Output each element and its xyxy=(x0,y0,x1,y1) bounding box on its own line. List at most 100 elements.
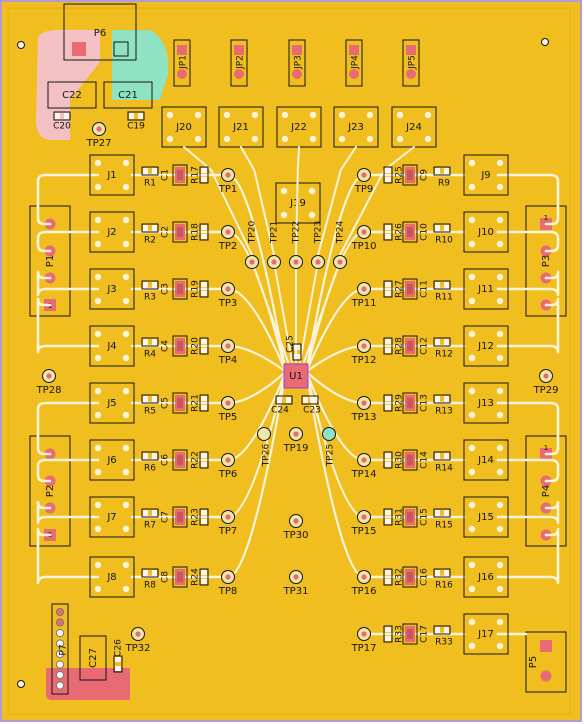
jack-pin xyxy=(468,354,476,362)
r-label: R18 xyxy=(191,223,201,241)
resistor-right-pad xyxy=(444,396,449,402)
resistor-left xyxy=(141,394,159,404)
jack-pin xyxy=(468,585,476,593)
jack-right-label: J15 xyxy=(477,512,494,523)
resistor-right xyxy=(433,280,451,290)
jack-pin xyxy=(122,525,130,533)
jack-left xyxy=(89,325,135,367)
cap-label: C17 xyxy=(420,625,430,643)
r-label: R28 xyxy=(395,337,405,355)
jack-pin xyxy=(496,354,504,362)
cap-c19 xyxy=(127,111,145,121)
cap-right-body xyxy=(407,629,413,639)
resistor-right-pad xyxy=(385,348,391,353)
jumper-jp1 xyxy=(173,39,191,87)
resistor-right xyxy=(383,337,393,355)
resistor-right-pad xyxy=(444,510,449,516)
jack-pin xyxy=(94,411,102,419)
c25-label: C25 xyxy=(286,335,296,353)
jack-pin xyxy=(496,273,504,281)
testpoint-left-label: TP4 xyxy=(218,355,238,366)
c19-label: C19 xyxy=(127,122,145,132)
testpoint-hole xyxy=(293,259,299,265)
cap-c22 xyxy=(47,81,97,109)
jack-left xyxy=(89,496,135,538)
jack-j20-label: J20 xyxy=(175,122,192,133)
r-label: R5 xyxy=(144,407,156,417)
jack-pin xyxy=(122,585,130,593)
r-label: R27 xyxy=(395,280,405,298)
jumper-jp3 xyxy=(288,39,306,87)
cap-label: C10 xyxy=(420,223,430,241)
jack-pin xyxy=(223,135,231,143)
resistor-right-pad xyxy=(385,291,391,296)
resistor-right-pad xyxy=(444,225,449,231)
resistor-right xyxy=(383,508,393,526)
p7-pin xyxy=(55,649,65,659)
r-label: R8 xyxy=(144,581,156,591)
cap-c24-pad xyxy=(277,397,282,403)
testpoint-tp32-hole xyxy=(135,631,141,637)
r-label: R33 xyxy=(395,625,405,643)
r-label: R29 xyxy=(395,394,405,412)
resistor-right xyxy=(383,394,393,412)
jack-pin xyxy=(468,468,476,476)
cap-c20-pad xyxy=(64,113,69,119)
cap-c23 xyxy=(301,395,319,405)
resistor-left xyxy=(199,508,209,526)
testpoint-left-label: TP3 xyxy=(218,298,238,309)
jack-pin xyxy=(122,468,130,476)
channel-trace xyxy=(496,297,560,354)
jack-pin xyxy=(94,273,102,281)
testpoint-right-hole xyxy=(361,400,367,406)
resistor-right-pad xyxy=(385,510,391,515)
jack-pin xyxy=(468,501,476,509)
jack-right xyxy=(463,382,509,424)
c26-label: C26 xyxy=(114,639,124,657)
resistor-right-pad xyxy=(385,396,391,401)
jack-left-label: J6 xyxy=(106,455,116,466)
jumper-jp4 xyxy=(345,39,363,87)
cap-left xyxy=(172,506,188,528)
jack-pin xyxy=(166,111,174,119)
testpoint-left-hole xyxy=(225,574,231,580)
jack-pin xyxy=(496,561,504,569)
jack-right-label: J17 xyxy=(477,629,494,640)
testpoint-right-hole xyxy=(361,514,367,520)
testpoint-tp29-hole xyxy=(543,373,549,379)
cap-left-body xyxy=(177,341,183,351)
resistor-left-pad xyxy=(201,462,207,467)
cap-right xyxy=(402,164,418,186)
jack-left xyxy=(89,382,135,424)
p7-pin xyxy=(55,628,65,638)
jack-pin xyxy=(194,111,202,119)
jumper-pad xyxy=(406,69,416,79)
jumper-label: JP5 xyxy=(408,55,418,70)
cap-label: C2 xyxy=(161,226,171,238)
cap-right-body xyxy=(407,455,413,465)
cap-left-body xyxy=(177,398,183,408)
resistor-left-pad xyxy=(143,453,148,459)
jack-pin xyxy=(468,444,476,452)
mounting-hole xyxy=(17,680,25,688)
r-label: R21 xyxy=(191,394,201,412)
resistor-right-pad xyxy=(444,453,449,459)
jack-left-label: J1 xyxy=(106,170,116,181)
resistor-right xyxy=(433,625,451,635)
jack-pin xyxy=(122,330,130,338)
testpoint-left-label: TP1 xyxy=(218,184,238,195)
cap-right xyxy=(402,392,418,414)
header-p3 xyxy=(525,205,567,317)
board-edge xyxy=(7,7,571,715)
jack-pin xyxy=(366,111,374,119)
channel-trace xyxy=(496,500,560,525)
channel-trace xyxy=(496,173,560,226)
p7-pin xyxy=(55,639,65,648)
channel-trace xyxy=(496,458,560,483)
r-label: R22 xyxy=(191,451,201,469)
resistor-right-pad xyxy=(385,636,391,641)
c23-label: C23 xyxy=(303,406,321,416)
testpoint-tp25 xyxy=(322,427,336,441)
cap-label: C9 xyxy=(420,169,430,181)
jack-pin xyxy=(281,135,289,143)
